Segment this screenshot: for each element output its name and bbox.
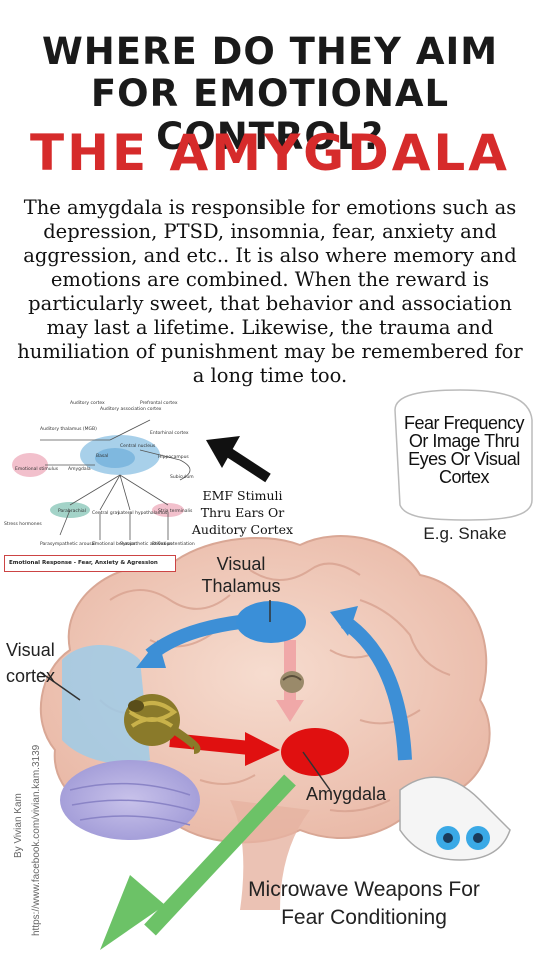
fear-frequency-text: Fear Frequency Or Image Thru Eyes Or Vis… xyxy=(403,413,525,487)
eye-icon xyxy=(399,776,511,861)
fear-pathway-diagram: Auditory cortex Auditory association cor… xyxy=(4,400,195,547)
visual-thalamus-label: Visual Thalamus xyxy=(201,554,281,596)
author-url: https://www.facebook.com/vivian.kam.3139 xyxy=(31,744,42,936)
svg-text:Central nucleus: Central nucleus xyxy=(120,443,156,449)
snake-small-icon xyxy=(280,671,304,693)
svg-text:Basal: Basal xyxy=(96,453,108,459)
svg-text:Auditory cortex: Auditory cortex xyxy=(70,400,105,406)
speech-bubble xyxy=(394,389,533,521)
svg-text:Parasympathetic arousal: Parasympathetic arousal xyxy=(40,541,96,547)
svg-text:Subiculum: Subiculum xyxy=(170,474,194,480)
svg-text:Emotional stimulus: Emotional stimulus xyxy=(15,466,59,472)
svg-text:Emotional behavior: Emotional behavior xyxy=(92,541,136,547)
svg-text:Auditory association cortex: Auditory association cortex xyxy=(100,406,162,412)
author-credit: By Vivian Kam xyxy=(13,793,24,858)
svg-text:Stress hormones: Stress hormones xyxy=(4,521,42,527)
title-line-2: FOR EMOTIONAL CONTROL? xyxy=(90,72,450,158)
amygdala xyxy=(281,728,349,776)
svg-text:Sympathetic activation: Sympathetic activation xyxy=(120,541,172,547)
visual-thalamus xyxy=(236,601,306,643)
description-paragraph: The amygdala is responsible for emotions… xyxy=(17,196,523,387)
title-amygdala: THE AMYGDALA xyxy=(30,124,510,182)
svg-text:Stria terminalis: Stria terminalis xyxy=(158,508,193,514)
microwave-weapons-label: Microwave Weapons For Fear Conditioning xyxy=(248,878,480,929)
snake-large-icon xyxy=(124,694,201,754)
arrow-microwave xyxy=(144,774,296,936)
svg-text:Central gray: Central gray xyxy=(92,510,120,516)
visual-cortex-label: Visual cortex xyxy=(6,640,56,686)
svg-text:Amygdala: Amygdala xyxy=(68,466,91,472)
visual-cortex-region xyxy=(62,645,150,764)
arrow-pointer-icon xyxy=(206,436,271,483)
svg-text:Prefrontal cortex: Prefrontal cortex xyxy=(140,400,178,406)
svg-text:Lateral hypothalamus: Lateral hypothalamus xyxy=(118,510,168,516)
example-snake-label: E.g. Snake xyxy=(423,524,507,543)
svg-text:Reflex potentiation: Reflex potentiation xyxy=(152,541,195,547)
svg-text:Parabrachial: Parabrachial xyxy=(58,508,86,514)
amygdala-label: Amygdala xyxy=(306,784,387,804)
svg-text:Auditory thalamus (MGB): Auditory thalamus (MGB) xyxy=(40,426,97,432)
arrow-eye-to-thalamus xyxy=(340,616,412,761)
emf-stimuli-label: EMF Stimuli Thru Ears Or Auditory Cortex xyxy=(191,488,294,537)
svg-text:Hippocampus: Hippocampus xyxy=(158,454,189,460)
title-line-1: WHERE DO THEY AIM xyxy=(41,30,499,73)
diagram-caption: Emotional Response - Fear, Anxiety & Agr… xyxy=(4,555,176,572)
svg-text:Entorhinal cortex: Entorhinal cortex xyxy=(150,430,189,436)
